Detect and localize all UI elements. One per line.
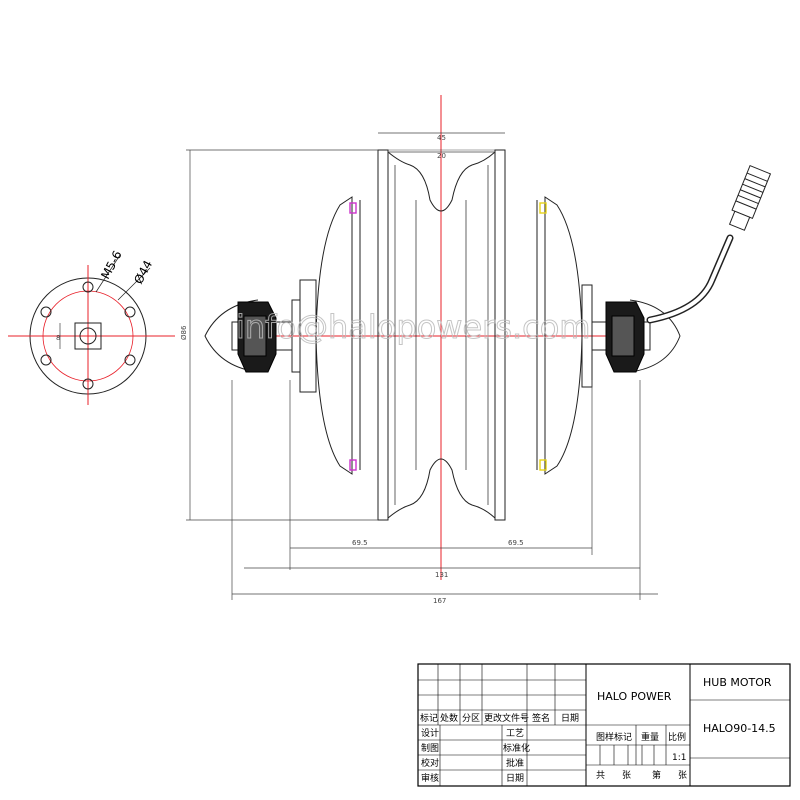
mid-label-standard: 标准化 [503,742,530,754]
row-label-design: 设计 [421,727,439,739]
yellow-mark [539,202,547,214]
bolt-leader [95,254,121,293]
end-view: 8 M5-6 Ø44 [8,248,175,405]
rim-bottom [387,458,496,519]
rev-header: 标记 [420,712,438,724]
bolt-label: M5-6 [98,248,124,281]
shaft-label: 8 [56,334,60,342]
right-nut-face [611,315,635,357]
magenta-mark [349,202,357,214]
row-label-check: 校对 [421,757,439,769]
title-scale: 1:1 [672,753,686,763]
rev-header: 分区 [462,713,480,724]
sheet-label: 张 [678,770,687,781]
magenta-mark [349,459,357,471]
motor-cable [646,234,734,324]
info-header-mark: 图样标记 [596,731,632,743]
sheet-label: 第 [652,769,661,781]
sheet-label: 张 [622,770,631,781]
title-company: HALO POWER [597,690,672,703]
mid-label-approve: 批准 [506,757,524,769]
row-label-draw: 制图 [421,742,439,754]
bolt-hole [82,281,94,293]
bolt-hole [124,306,136,318]
rev-header: 签名 [532,712,550,724]
dim-height: Ø86 [180,325,188,340]
dim-flange-width: 45 [437,134,446,142]
side-view [204,95,772,580]
bolt-hole [40,306,52,318]
motor-cable-inner [648,236,732,322]
sheet-label: 共 [596,770,605,781]
title-model: HALO90-14.5 [703,722,776,735]
bolt-hole [124,354,136,366]
rev-header: 更改文件号 [484,712,529,724]
right-axle-cap [629,299,681,373]
dim-left-half: 69.5 [352,539,368,547]
left-nut-face [243,315,267,357]
bolt-hole [40,354,52,366]
dim-right-half: 69.5 [508,539,524,547]
dim-rim-width: 20 [437,152,446,160]
bolt-hole [82,378,94,390]
dimension-lines [186,132,658,600]
info-header-scale: 比例 [668,731,686,743]
pcd-leader [117,267,151,301]
info-header-weight: 重量 [641,731,659,743]
dim-axle-length: 167 [433,597,446,605]
pcd-label: Ø44 [131,258,155,286]
title-block [417,663,791,787]
cable-connector [728,164,772,231]
shaft-square [74,322,102,350]
rim-top [387,151,496,212]
mid-label-date: 日期 [506,773,524,784]
rev-header: 日期 [561,713,579,724]
rev-header: 处数 [440,712,458,724]
row-label-review: 审核 [421,772,439,784]
title-product: HUB MOTOR [703,676,772,689]
mid-label-process: 工艺 [506,728,524,739]
yellow-mark [539,459,547,471]
shaft-circle [79,327,97,345]
watermark: info@halopowers.com [236,308,590,346]
dim-overall: 131 [435,571,448,579]
